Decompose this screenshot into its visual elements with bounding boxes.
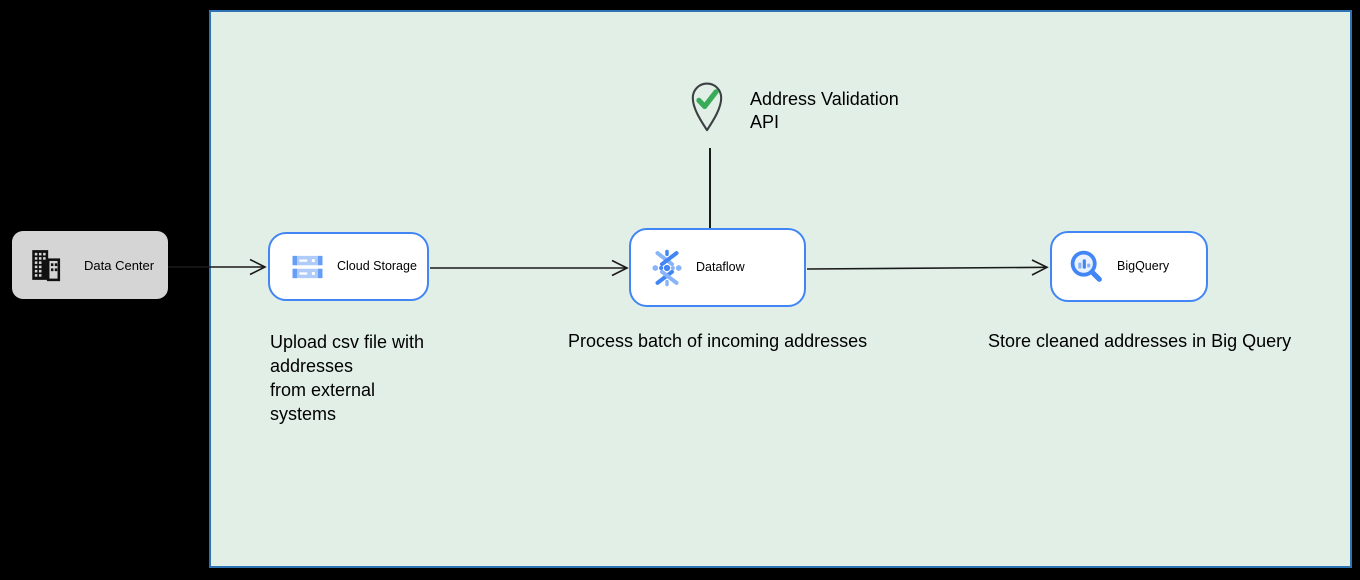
bigquery-icon <box>1068 248 1106 286</box>
data-center-label: Data Center <box>84 257 155 273</box>
caption-store-cleaned: Store cleaned addresses in Big Query <box>988 331 1292 351</box>
shape-data-center[interactable]: Data Center <box>12 231 168 299</box>
api-annotation-label: Address Validation API <box>750 89 899 132</box>
building-icon <box>28 248 62 282</box>
dataflow-icon <box>648 248 686 288</box>
shape-bigquery[interactable]: BigQuery <box>1050 231 1208 302</box>
cloud-storage-label: Cloud Storage <box>337 258 417 273</box>
map-pin-check-icon[interactable] <box>688 80 726 133</box>
bigquery-label: BigQuery <box>1117 258 1170 273</box>
caption-process-batch: Process batch of incoming addresses <box>568 331 868 351</box>
caption-upload-csv: Upload csv file with addresses from exte… <box>270 332 425 424</box>
shape-cloud-storage[interactable]: Cloud Storage <box>268 232 429 301</box>
cloud-storage-icon <box>289 249 326 285</box>
dataflow-label: Dataflow <box>696 259 745 274</box>
shape-dataflow[interactable]: Dataflow <box>629 228 806 307</box>
